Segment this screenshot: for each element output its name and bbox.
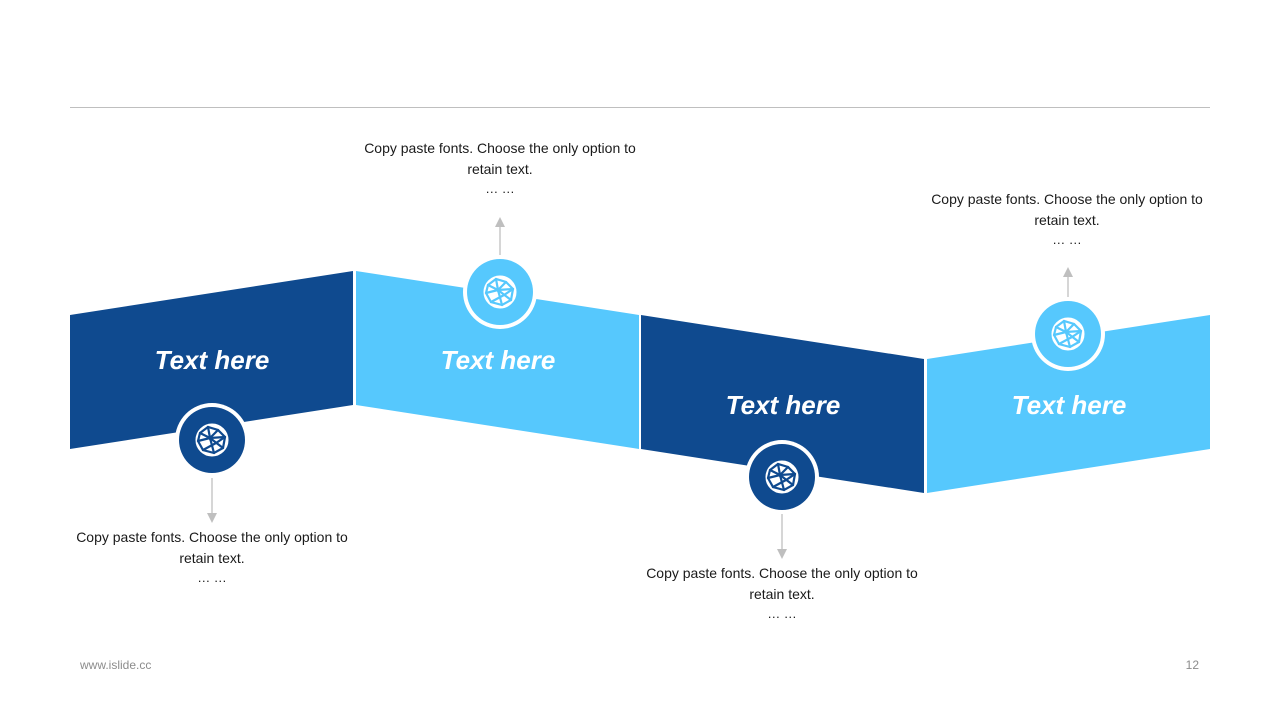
description-text: Copy paste fonts. Choose the only option…: [76, 529, 348, 566]
badge-1: [175, 403, 249, 477]
network-globe-icon: [193, 421, 231, 459]
description-ellipsis: … …: [197, 570, 227, 585]
page-number: 12: [1185, 658, 1199, 672]
badge-2: [463, 255, 537, 329]
footer-url: www.islide.cc: [80, 658, 152, 672]
segment-4-title: Text here: [1011, 390, 1127, 420]
segment-3-title: Text here: [725, 390, 841, 420]
segment-2-description: Copy paste fonts. Choose the only option…: [350, 138, 650, 198]
segment-1-title: Text here: [154, 345, 270, 375]
description-text: Copy paste fonts. Choose the only option…: [364, 140, 636, 177]
top-divider: [70, 107, 1210, 108]
segment-3-band: [641, 315, 924, 493]
network-globe-icon: [763, 458, 801, 496]
description-ellipsis: … …: [767, 606, 797, 621]
badge-3: [745, 440, 819, 514]
segment-4-description: Copy paste fonts. Choose the only option…: [917, 189, 1217, 249]
network-globe-icon: [1049, 315, 1087, 353]
description-text: Copy paste fonts. Choose the only option…: [931, 191, 1203, 228]
description-ellipsis: … …: [485, 181, 515, 196]
badge-4: [1031, 297, 1105, 371]
segment-4-band: [927, 315, 1210, 493]
segment-2-title: Text here: [440, 345, 556, 375]
segment-1-band: [70, 271, 353, 449]
segment-3-description: Copy paste fonts. Choose the only option…: [632, 563, 932, 623]
network-globe-icon: [481, 273, 519, 311]
segment-1-description: Copy paste fonts. Choose the only option…: [62, 527, 362, 587]
segment-2-band: [356, 271, 639, 449]
description-ellipsis: … …: [1052, 232, 1082, 247]
description-text: Copy paste fonts. Choose the only option…: [646, 565, 918, 602]
